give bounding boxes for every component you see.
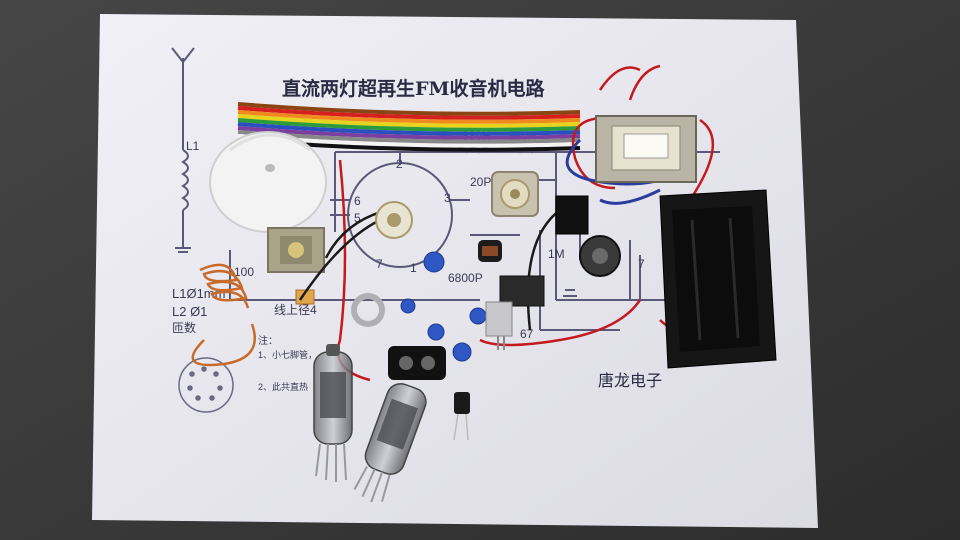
label-pin6: 6 [354, 194, 361, 208]
label-pin5: 5 [354, 211, 361, 225]
ceramic-capacitor-yellow [295, 289, 315, 305]
label-pin7: 7 [376, 257, 383, 271]
label-l2-spec: L2 Ø1 [172, 304, 207, 319]
inductor-small [453, 392, 470, 441]
toggle-switch [485, 275, 545, 350]
ribbon-stripe [237, 106, 581, 120]
inductor-black [478, 240, 502, 262]
ribbon-stripe [237, 102, 581, 116]
ribbon-stripe [237, 114, 581, 128]
battery-holder [659, 189, 777, 369]
variable-capacitor [267, 227, 325, 273]
vacuum-tube-1 [313, 344, 353, 482]
label-note-suffix: 线上径4 [274, 303, 317, 317]
tuning-dial [209, 131, 327, 233]
notes-heading: 注： [258, 334, 278, 347]
label-pin7-right: 7 [638, 257, 645, 271]
transformer [595, 115, 697, 183]
blue-wires [565, 138, 661, 205]
ribbon-stripe [237, 110, 581, 124]
blue-capacitors [400, 251, 487, 362]
tube-socket-right [491, 171, 539, 217]
schematic-title: 直流两灯超再生FM收音机电路 [282, 77, 546, 100]
ribbon-cable [237, 102, 581, 152]
note-2: 2、此共直热 [258, 381, 308, 392]
coil-l2 [191, 263, 257, 367]
label-cap6800: 6800P [448, 271, 483, 285]
tube-socket-left [375, 201, 413, 239]
label-pin2: 2 [396, 157, 403, 171]
brand-label: 唐龙电子 [598, 371, 662, 390]
note-1: 1、小七脚管， [258, 349, 317, 360]
battery-snap [388, 346, 446, 380]
metal-washer [351, 293, 385, 327]
tube-pin-diagram [178, 357, 234, 413]
label-note-prefix: 匝数 [172, 320, 196, 335]
label-res67: 67 [520, 327, 534, 341]
label-cap1m: 1M [548, 247, 565, 261]
label-cap20: 20P [470, 175, 491, 189]
label-pin1: 1 [410, 261, 417, 275]
ribbon-stripe [237, 122, 581, 136]
label-pin3: 3 [444, 191, 451, 205]
ribbon-stripe [237, 126, 581, 140]
potentiometer [555, 195, 621, 277]
label-l1-spec: L1Ø1mm [172, 286, 225, 301]
ribbon-stripe [237, 118, 581, 132]
label-cap100: 100 [234, 265, 254, 279]
label-l1: L1 [186, 139, 200, 153]
vacuum-tube-2 [353, 383, 427, 503]
